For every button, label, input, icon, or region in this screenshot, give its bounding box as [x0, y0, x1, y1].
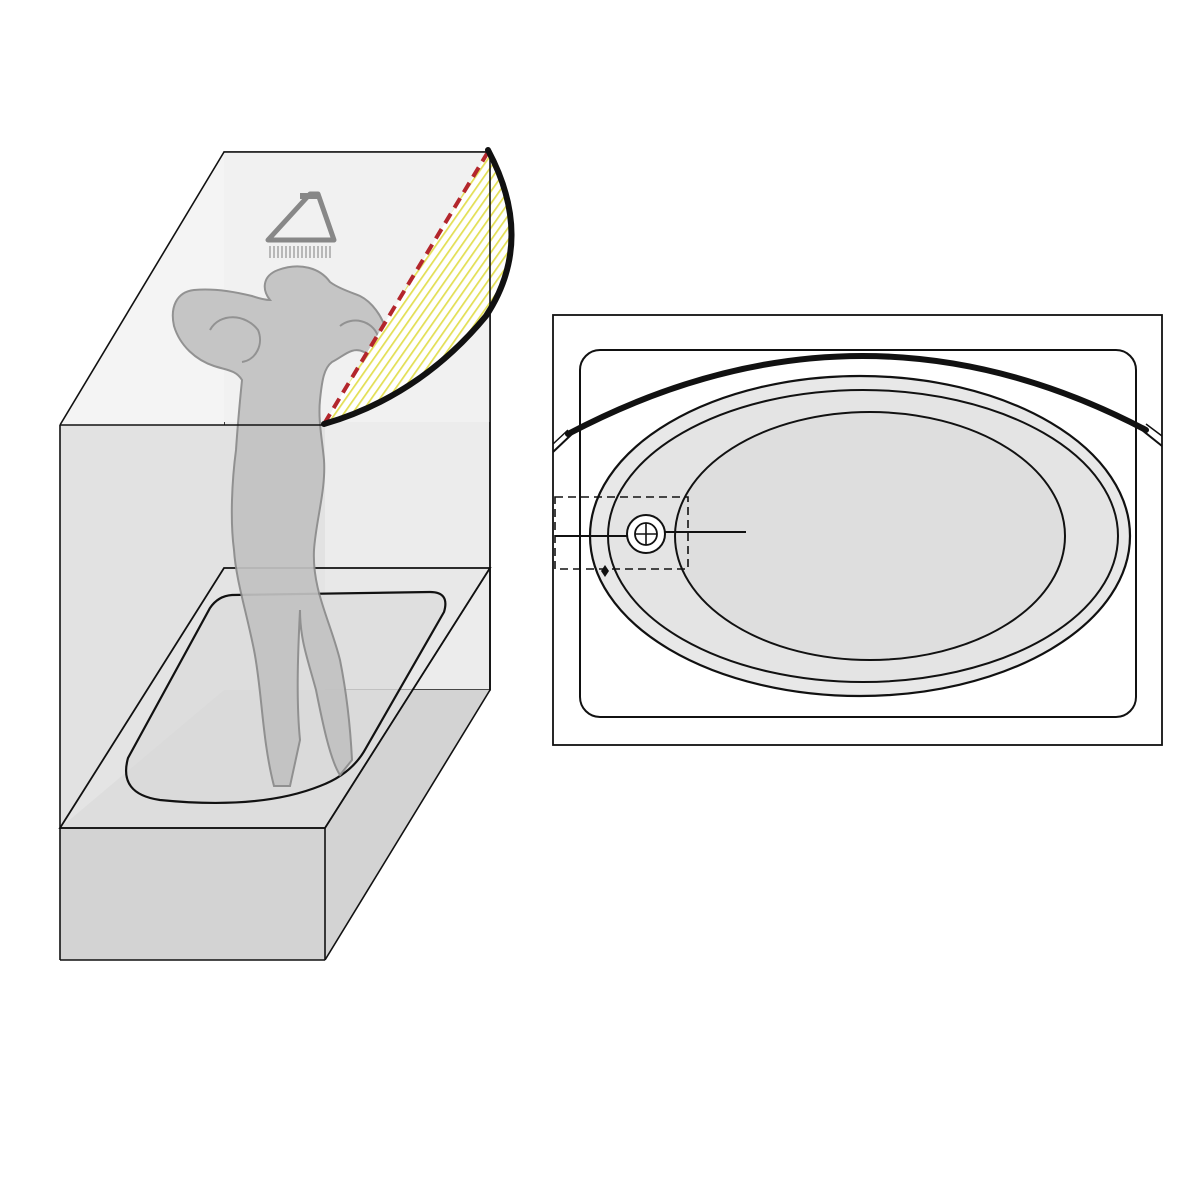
rod-bracket-left: [552, 433, 573, 453]
gained-space-hatch: [324, 152, 512, 424]
rod-bracket-left-2: [552, 429, 569, 445]
rod-bracket-right-2: [1145, 423, 1163, 437]
curved-rod-top: [565, 353, 1149, 437]
enclosure-outline: [59, 151, 491, 961]
tub-basin-inner: [674, 411, 1066, 661]
shower-head-icon: [265, 191, 337, 258]
curved-rod: [321, 147, 515, 427]
overflow-marker: [601, 565, 609, 577]
top-view: [552, 314, 1163, 746]
rod-bracket-right: [1141, 429, 1163, 447]
perspective-view: [58, 147, 515, 961]
drain-icon: [626, 514, 666, 554]
